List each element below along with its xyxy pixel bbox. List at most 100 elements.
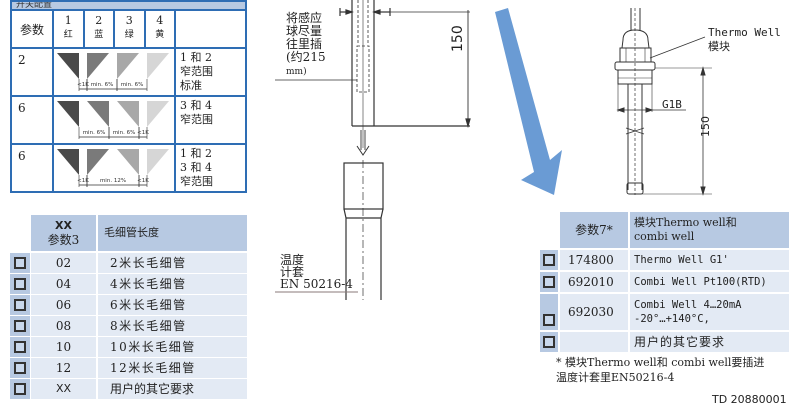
capillary-option-row: 08 8米长毛细管	[10, 316, 247, 336]
capillary-option-row: 12 12米长毛细管	[10, 358, 247, 378]
switch-diagram-svg: min. 6%min. 6%<1K	[57, 101, 169, 139]
column-color-name: 黄	[155, 30, 165, 40]
description-header	[174, 9, 247, 49]
gap-annotation: min. 6%	[108, 127, 140, 139]
capillary-length-table: XX 参数3 毛细管长度 02 2米长毛细管 04 4米长毛细管 06 6米长毛…	[10, 215, 247, 400]
option-code: XX	[31, 379, 96, 399]
capillary-06-checkbox[interactable]	[14, 299, 26, 311]
capillary-table-header: XX 参数3 毛细管长度	[10, 215, 247, 251]
column-number: 1	[64, 14, 72, 27]
switch-table-row: 6 min. 6%min. 6%<1K 3 和 4 窄范围	[10, 95, 247, 145]
module-174800-checkbox[interactable]	[543, 254, 555, 266]
option-description: 6米长毛细管	[98, 295, 247, 315]
gap-label: <1K	[137, 178, 149, 184]
contact-2-blue	[87, 149, 109, 175]
document-id: TD 20880001	[712, 393, 787, 406]
thermo-well-module-label: Thermo Well 模块	[708, 26, 781, 53]
option-code: 12	[31, 358, 96, 378]
column-color-name: 绿	[124, 30, 134, 40]
param-value: 2	[10, 47, 54, 97]
module-692010-checkbox[interactable]	[543, 276, 555, 288]
switch-diagram-svg: <1K min. 12% <1K	[57, 149, 169, 187]
module-option-row: 692030 Combi Well 4…20mA -20°…+140°C,	[540, 294, 789, 330]
capillary-option-row: XX 用户的其它要求	[10, 379, 247, 399]
thread-size-label: G1B	[662, 98, 682, 111]
option-description: 8米长毛细管	[98, 316, 247, 336]
description-header: 模块Thermo well和 combi well	[630, 212, 789, 248]
insert-note-text: 将感应 球尽量 往里插 (约215	[286, 11, 326, 64]
module-options-table: 参数7* 模块Thermo well和 combi well 174800 Th…	[540, 212, 789, 354]
contact-2-blue	[87, 53, 109, 79]
option-code: 08	[31, 316, 96, 336]
break-mark	[625, 127, 645, 135]
gap-annotation: min. 12%	[86, 175, 140, 187]
switch-table-caption: 开关配置	[10, 0, 247, 9]
dimension-150-label: 150	[450, 25, 466, 52]
module-table-header: 参数7* 模块Thermo well和 combi well	[540, 212, 789, 248]
module-other-checkbox[interactable]	[543, 336, 555, 348]
column-number: 2	[95, 14, 103, 27]
thermowell-head	[343, 162, 384, 210]
sensor-insertion-drawing	[275, 0, 471, 300]
contact-3-green	[117, 101, 139, 127]
module-option-row: 692010 Combi Well Pt100(RTD)	[540, 272, 789, 292]
option-description: 2米长毛细管	[98, 253, 247, 273]
option-code: 174800	[560, 250, 628, 270]
insert-depth-note: 将感应 球尽量 往里插 (约215 mm)	[286, 12, 326, 79]
capillary-option-row: 06 6米长毛细管	[10, 295, 247, 315]
option-code: 04	[31, 274, 96, 294]
contact-4-yellow	[147, 101, 169, 127]
thermowell-sleeve-label: 温度 计套 EN 50216-4	[280, 253, 353, 291]
insert-note-unit: mm)	[286, 67, 307, 77]
description-header: 毛细管长度	[98, 215, 247, 251]
capillary-08-checkbox[interactable]	[14, 320, 26, 332]
contact-1-red	[57, 149, 79, 175]
capillary-xx-checkbox[interactable]	[14, 383, 26, 395]
option-description: 10米长毛细管	[98, 337, 247, 357]
capillary-10-checkbox[interactable]	[14, 341, 26, 353]
gap-label: <1K	[77, 82, 89, 88]
param-header: 参数	[10, 9, 54, 49]
dimension-150-label-right: 150	[699, 116, 712, 137]
gap-label: min. 6%	[91, 82, 114, 88]
param-value: 6	[10, 95, 54, 145]
contact-2-blue	[87, 101, 109, 127]
gap-annotation: <1K	[137, 127, 149, 139]
gap-annotation: min. 6%	[78, 127, 110, 139]
option-code: 10	[31, 337, 96, 357]
contact-1-red	[57, 101, 79, 127]
option-description: Combi Well 4…20mA -20°…+140°C,	[630, 294, 789, 330]
column-number: 3	[125, 14, 133, 27]
option-description: 用户的其它要求	[630, 332, 789, 352]
switch-description: 3 和 4 窄范围	[174, 95, 247, 145]
switch-point-diagram: min. 6%min. 6%<1K	[52, 95, 176, 145]
column-number: 4	[156, 14, 164, 27]
gland-nut	[621, 29, 650, 49]
switch-description: 1 和 2 窄范围 标准	[174, 47, 247, 97]
gap-label: <1K	[77, 178, 89, 184]
gland-body	[619, 47, 652, 63]
code-header-top: XX	[55, 219, 72, 232]
capillary-12-checkbox[interactable]	[14, 362, 26, 374]
capillary-04-checkbox[interactable]	[14, 278, 26, 290]
contact-4-yellow	[147, 53, 169, 79]
module-option-row: 用户的其它要求	[540, 332, 789, 352]
option-description: 4米长毛细管	[98, 274, 247, 294]
option-description: 12米长毛细管	[98, 358, 247, 378]
module-692030-checkbox[interactable]	[543, 314, 555, 326]
capillary-02-checkbox[interactable]	[14, 257, 26, 269]
contact-3-green	[117, 149, 139, 175]
gap-label: min. 12%	[100, 178, 126, 184]
capillary-option-row: 04 4米长毛细管	[10, 274, 247, 294]
stem-tip	[626, 182, 644, 195]
capillary-option-row: 10 10米长毛细管	[10, 337, 247, 357]
